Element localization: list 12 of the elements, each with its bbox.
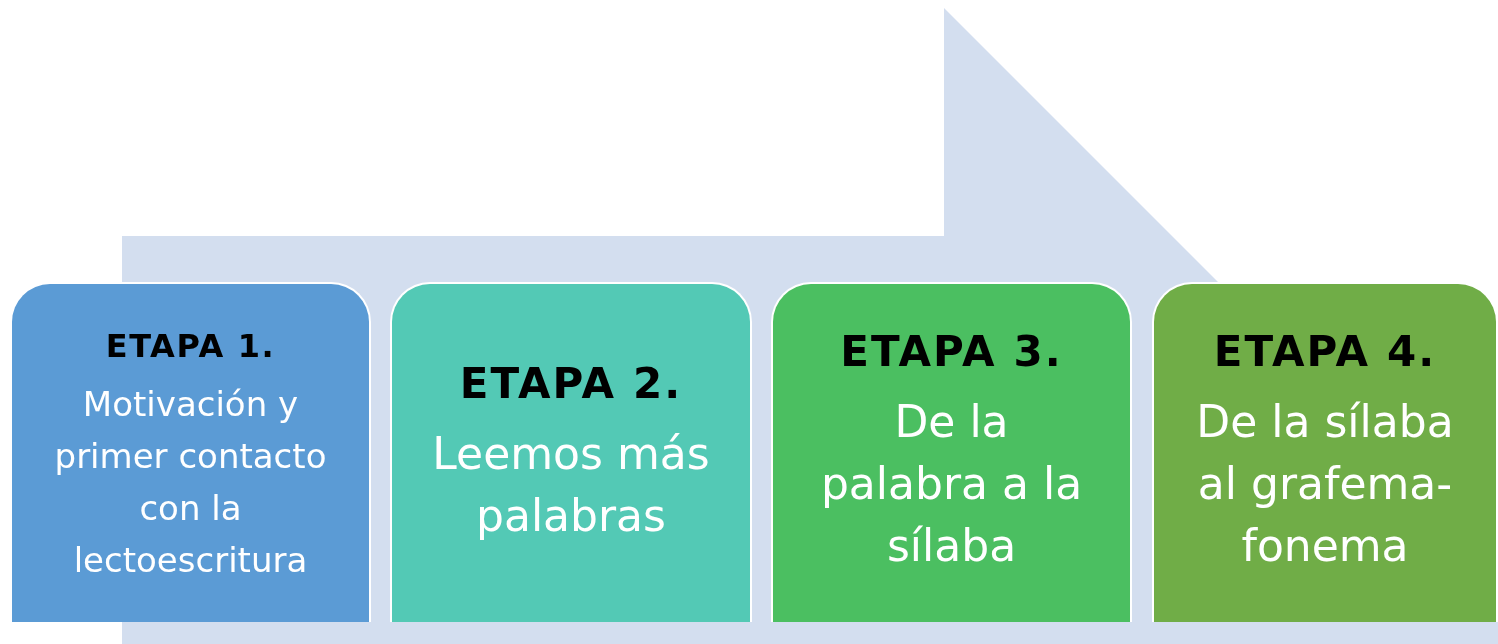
stage-description: De la palabra a la sílaba — [819, 395, 1084, 573]
stage-description: De la sílaba al grafema-fonema — [1195, 395, 1455, 573]
stage-heading: ETAPA 3. — [840, 326, 1063, 378]
stage-heading: ETAPA 2. — [459, 358, 683, 410]
stage-box — [390, 282, 752, 622]
stage-heading: ETAPA 1. — [105, 326, 276, 367]
stage-box — [771, 282, 1132, 622]
stage-heading: ETAPA 4. — [1213, 326, 1437, 378]
stage-box — [1152, 282, 1498, 622]
stage-description: Leemos más palabras — [431, 427, 711, 543]
stage-description: Motivación y primer contacto con la lectoescritura — [53, 383, 328, 582]
stage-box — [10, 282, 371, 622]
